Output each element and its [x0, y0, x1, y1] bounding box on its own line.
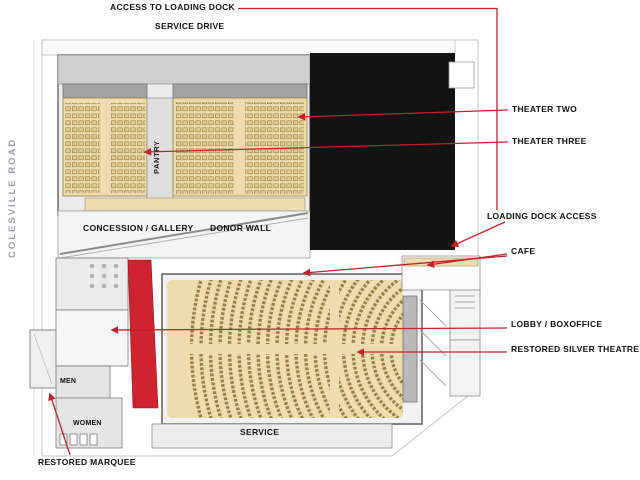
- label-restored-silver-theatre: RESTORED SILVER THEATRE: [511, 344, 640, 354]
- east-rooms: [449, 287, 481, 397]
- leader-theater-two: [297, 109, 509, 121]
- theater-two-seating: [172, 97, 308, 197]
- service-drive-area: [41, 39, 456, 56]
- label-restored-marquee: RESTORED MARQUEE: [38, 457, 136, 467]
- gallery-curved-wall-inner: [59, 217, 309, 259]
- silver-stage: [402, 295, 418, 403]
- donor-wall-strip: [84, 197, 306, 212]
- label-cafe: CAFE: [511, 246, 536, 256]
- label-access-to-loading-dock: ACCESS TO LOADING DOCK: [110, 2, 235, 12]
- theater-three-seating: [62, 97, 148, 197]
- leader-theater-three: [143, 141, 509, 156]
- marquee-hatch: [33, 333, 53, 385]
- service-corridor: [151, 423, 393, 449]
- leader-restored-marquee: [48, 392, 71, 456]
- leader-cafe-2: [302, 255, 508, 277]
- pantry-corridor: [146, 97, 174, 212]
- label-men: MEN: [60, 378, 77, 385]
- stage-side-hatch: [419, 299, 447, 387]
- label-service: SERVICE: [240, 427, 280, 437]
- gallery-curved-wall: [59, 212, 309, 255]
- label-theater-two: THEATER TWO: [512, 104, 577, 114]
- annotation-lines: [48, 7, 509, 456]
- leader-lobby-boxoffice: [110, 326, 508, 334]
- theater-three-screen: [62, 83, 148, 99]
- dock-notch: [448, 61, 475, 89]
- backstage-strip: [57, 54, 311, 85]
- lobby-ramp-highlight: [127, 259, 159, 409]
- label-pantry: PANTRY: [152, 140, 161, 174]
- label-colesville-road: COLESVILLE ROAD: [7, 137, 18, 258]
- label-lobby-boxoffice: LOBBY / BOXOFFICE: [511, 319, 603, 329]
- label-loading-dock-access: LOADING DOCK ACCESS: [487, 211, 597, 221]
- leader-loading-dock-access: [450, 221, 506, 247]
- label-donor-wall: DONOR WALL: [210, 223, 272, 233]
- theater-two-screen: [172, 83, 308, 99]
- loading-dock-black-volume: [310, 53, 455, 250]
- label-women: WOMEN: [73, 420, 102, 427]
- label-service-drive: SERVICE DRIVE: [155, 21, 225, 31]
- lobby-rooms: [55, 257, 129, 449]
- label-concession-gallery: CONCESSION / GALLERY: [83, 223, 194, 233]
- label-theater-three: THEATER THREE: [512, 136, 587, 146]
- gallery-tables: [89, 263, 119, 289]
